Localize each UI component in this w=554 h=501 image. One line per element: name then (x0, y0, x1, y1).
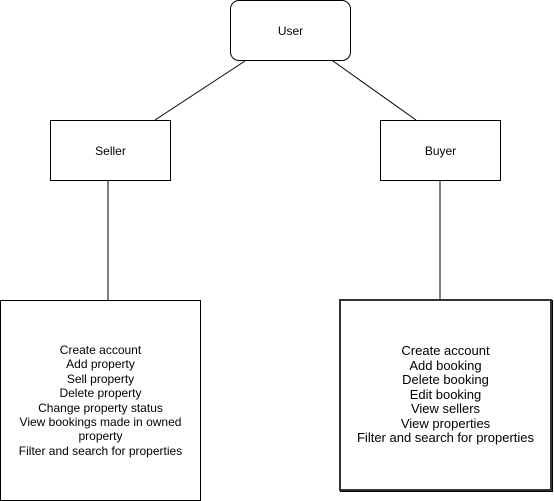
user-node: User (230, 0, 351, 61)
buyer-feature-item: Create account (401, 343, 490, 359)
seller-feature-item: Sell property (66, 371, 135, 386)
seller-feature-item: Filter and search for properties (18, 443, 183, 458)
seller-feature-list: Create account Add property Sell propert… (5, 343, 196, 458)
user-node-label: User (277, 23, 304, 38)
seller-node-label: Seller (95, 143, 126, 158)
buyer-node: Buyer (380, 120, 501, 181)
buyer-feature-item: Delete booking (402, 372, 489, 388)
seller-feature-item: Delete property (59, 386, 142, 401)
seller-feature-item: Create account (59, 342, 142, 357)
connector-user-buyer (332, 60, 417, 121)
seller-feature-item: Change property status (38, 400, 163, 415)
buyer-feature-item: View sellers (410, 401, 481, 417)
buyer-node-label: Buyer (424, 143, 457, 158)
seller-feature-item: View bookings made in owned property (19, 414, 182, 444)
buyer-feature-item: Filter and search for properties (356, 430, 535, 446)
buyer-feature-item: Edit booking (409, 386, 482, 402)
buyer-feature-item: Add booking (409, 357, 482, 373)
seller-features-box: Create account Add property Sell propert… (0, 300, 201, 501)
seller-node: Seller (50, 120, 171, 181)
connector-user-seller (154, 60, 246, 121)
buyer-feature-list: Create account Add booking Delete bookin… (357, 344, 534, 446)
seller-feature-item: Add property (66, 357, 135, 372)
buyer-feature-item: View properties (400, 415, 491, 431)
buyer-features-box: Create account Add booking Delete bookin… (339, 299, 552, 491)
